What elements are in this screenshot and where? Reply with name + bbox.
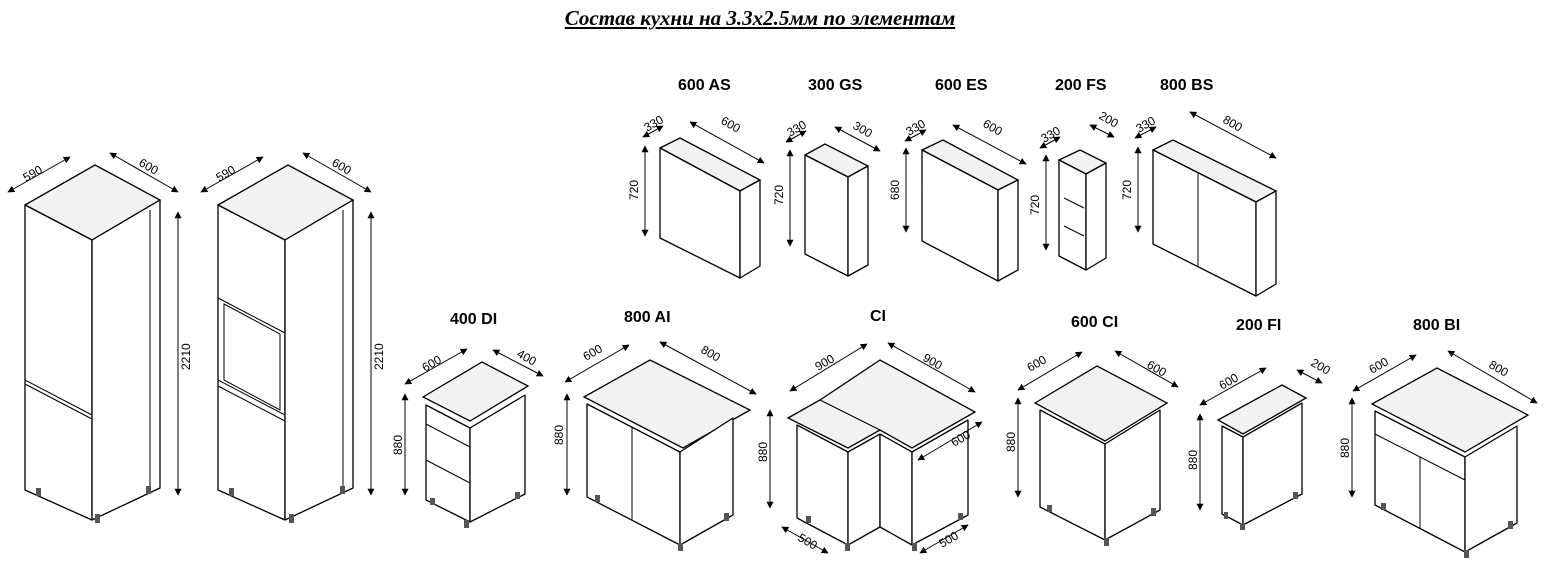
tall-2-height: 2210 (372, 343, 386, 370)
base-ci-width-left: 900 (813, 351, 838, 373)
wall-600-as-depth: 330 (642, 112, 667, 134)
wall-800-bs-depth: 330 (1134, 113, 1159, 135)
base-unit-800-bi: 800 BI 600 800 880 (1338, 317, 1538, 558)
wall-600-es-depth: 330 (904, 116, 929, 138)
page-title: Состав кухни на 3.3х2.5мм по элементам (564, 6, 956, 30)
wall-unit-600-as: 600 AS 330 600 720 (627, 77, 765, 279)
base-ci-leg-left: 500 (796, 530, 821, 552)
tall-2-depth: 590 (214, 162, 239, 184)
base-800-bi-label: 800 BI (1413, 317, 1460, 334)
base-ci-label: CI (870, 308, 886, 325)
base-200-fi-width: 200 (1309, 355, 1334, 377)
base-600-ci-height: 880 (1004, 432, 1018, 452)
base-400-di-height: 880 (391, 435, 405, 455)
base-400-di-depth: 600 (420, 352, 445, 374)
base-200-fi-depth: 600 (1217, 370, 1242, 392)
base-600-ci-depth: 600 (1025, 352, 1050, 374)
wall-unit-600-es: 600 ES 330 600 680 (888, 77, 1027, 282)
base-unit-400-di: 400 DI 600 400 880 (391, 311, 544, 528)
tall-1-depth: 590 (21, 162, 46, 184)
wall-800-bs-width: 800 (1221, 112, 1246, 134)
wall-200-fs-label: 200 FS (1055, 77, 1107, 94)
wall-600-es-label: 600 ES (935, 77, 988, 94)
tall-unit-1: 590 600 2210 (7, 152, 193, 523)
wall-300-gs-label: 300 GS (808, 77, 863, 94)
wall-unit-800-bs: 800 BS 330 800 720 (1120, 77, 1278, 297)
base-800-ai-width: 800 (699, 342, 724, 364)
base-600-ci-label: 600 CI (1071, 314, 1118, 331)
wall-800-bs-label: 800 BS (1160, 77, 1214, 94)
wall-300-gs-height: 720 (772, 185, 786, 205)
base-unit-600-ci: 600 CI 600 600 880 (1004, 314, 1179, 546)
base-800-ai-depth: 600 (581, 341, 606, 363)
base-200-fi-label: 200 FI (1236, 317, 1281, 334)
tall-2-width: 600 (330, 155, 355, 177)
base-800-ai-label: 800 AI (624, 309, 671, 326)
base-800-bi-height: 880 (1338, 438, 1352, 458)
base-800-bi-depth: 600 (1367, 354, 1392, 376)
base-ci-height: 880 (756, 442, 770, 462)
tall-unit-2: 590 600 2210 (200, 152, 386, 523)
wall-800-bs-height: 720 (1120, 180, 1134, 200)
wall-200-fs-width: 200 (1097, 108, 1122, 130)
base-400-di-label: 400 DI (450, 311, 497, 328)
base-600-ci-width: 600 (1145, 357, 1170, 379)
tall-1-width: 600 (137, 155, 162, 177)
base-ci-width-right: 900 (921, 350, 946, 372)
base-800-bi-width: 800 (1487, 357, 1512, 379)
wall-600-as-width: 600 (719, 113, 744, 135)
base-unit-800-ai: 800 AI 600 800 880 (552, 309, 757, 551)
wall-600-es-width: 600 (981, 116, 1006, 138)
wall-200-fs-height: 720 (1028, 195, 1042, 215)
wall-600-es-height: 680 (888, 180, 902, 200)
base-200-fi-height: 880 (1186, 450, 1200, 470)
wall-unit-300-gs: 300 GS 330 300 720 (772, 77, 881, 277)
wall-600-as-label: 600 AS (678, 77, 731, 94)
wall-unit-200-fs: 200 FS 330 200 720 (1028, 77, 1122, 271)
wall-600-as-height: 720 (627, 180, 641, 200)
tall-1-height: 2210 (179, 343, 193, 370)
base-unit-200-fi: 200 FI 600 200 880 (1186, 317, 1333, 530)
wall-200-fs-depth: 330 (1039, 123, 1064, 145)
wall-300-gs-depth: 330 (785, 117, 810, 139)
base-800-ai-height: 880 (552, 425, 566, 445)
base-unit-ci: CI 900 900 600 880 500 500 (756, 308, 983, 554)
base-400-di-width: 400 (515, 346, 540, 368)
